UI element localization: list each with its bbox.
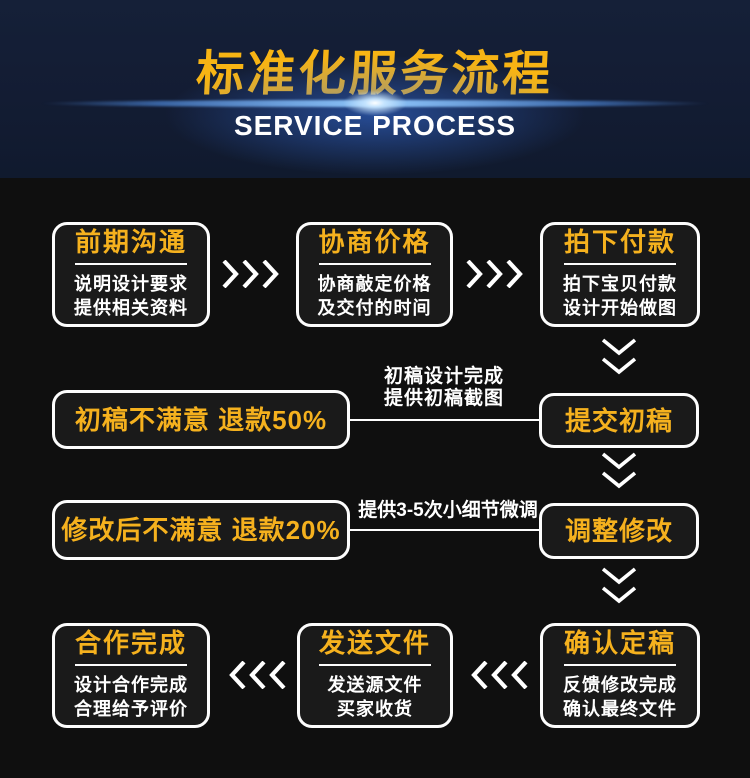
step-desc-line: 买家收货 [337, 699, 413, 719]
step-box-initial-communication: 前期沟通 说明设计要求 提供相关资料 [52, 222, 210, 327]
note-draft-complete: 初稿设计完成 提供初稿截图 [380, 366, 508, 410]
step-desc-line: 协商敲定价格 [317, 274, 432, 294]
connector-line [349, 419, 540, 421]
note-fine-tuning: 提供3-5次小细节微调 [352, 500, 544, 522]
divider [75, 664, 187, 666]
step-box-submit-draft: 提交初稿 [539, 393, 699, 448]
refund-box-draft-50: 初稿不满意 退款50% [52, 390, 350, 449]
chevrons-left-icon [229, 661, 286, 689]
chevrons-right-icon [222, 260, 279, 288]
step-title: 确认定稿 [563, 628, 676, 658]
step-box-order-payment: 拍下付款 拍下宝贝付款 设计开始做图 [540, 222, 700, 327]
step-box-adjust-revise: 调整修改 [539, 503, 699, 559]
step-desc-line: 合理给予评价 [74, 699, 188, 719]
connector-line [349, 529, 540, 531]
note-line: 提供初稿截图 [383, 388, 504, 409]
step-desc-line: 说明设计要求 [74, 274, 188, 294]
divider [564, 263, 676, 265]
step-desc-line: 提供相关资料 [74, 298, 188, 318]
step-title: 发送文件 [318, 628, 431, 658]
step-desc-line: 拍下宝贝付款 [563, 274, 677, 294]
step-title: 协商价格 [318, 227, 431, 257]
step-box-confirm-final: 确认定稿 反馈修改完成 确认最终文件 [540, 623, 700, 728]
step-box-negotiate-price: 协商价格 协商敲定价格 及交付的时间 [296, 222, 453, 327]
chevrons-left-icon [471, 661, 528, 689]
step-box-cooperation-complete: 合作完成 设计合作完成 合理给予评价 [52, 623, 210, 728]
banner-subtitle: SERVICE PROCESS [233, 110, 517, 141]
note-line: 提供3-5次小细节微调 [358, 500, 538, 521]
banner: 标准化服务流程 SERVICE PROCESS [0, 0, 750, 178]
refund-box-revision-20: 修改后不满意 退款20% [52, 500, 350, 560]
chevrons-down-icon [602, 338, 636, 375]
step-desc-line: 反馈修改完成 [563, 675, 677, 695]
refund-label: 初稿不满意 退款50% [74, 404, 328, 435]
step-desc-line: 及交付的时间 [317, 298, 432, 318]
step-desc-line: 设计合作完成 [74, 675, 188, 695]
step-title: 合作完成 [74, 628, 187, 658]
chevrons-down-icon [602, 567, 636, 604]
divider [564, 664, 676, 666]
step-desc-line: 确认最终文件 [563, 699, 677, 719]
divider [319, 664, 431, 666]
step-desc-line: 设计开始做图 [563, 298, 677, 318]
refund-label: 修改后不满意 退款20% [61, 515, 341, 545]
step-title: 前期沟通 [74, 227, 187, 257]
light-flare-core [343, 90, 407, 116]
divider [318, 263, 431, 265]
chevrons-down-icon [602, 452, 636, 489]
stage-label: 调整修改 [564, 516, 673, 546]
step-title: 拍下付款 [563, 227, 676, 257]
stage-label: 提交初稿 [564, 405, 673, 436]
divider [75, 263, 187, 265]
note-line: 初稿设计完成 [383, 366, 504, 387]
chevrons-right-icon [466, 260, 523, 288]
step-box-send-files: 发送文件 发送源文件 买家收货 [297, 623, 453, 728]
step-desc-line: 发送源文件 [327, 675, 423, 695]
